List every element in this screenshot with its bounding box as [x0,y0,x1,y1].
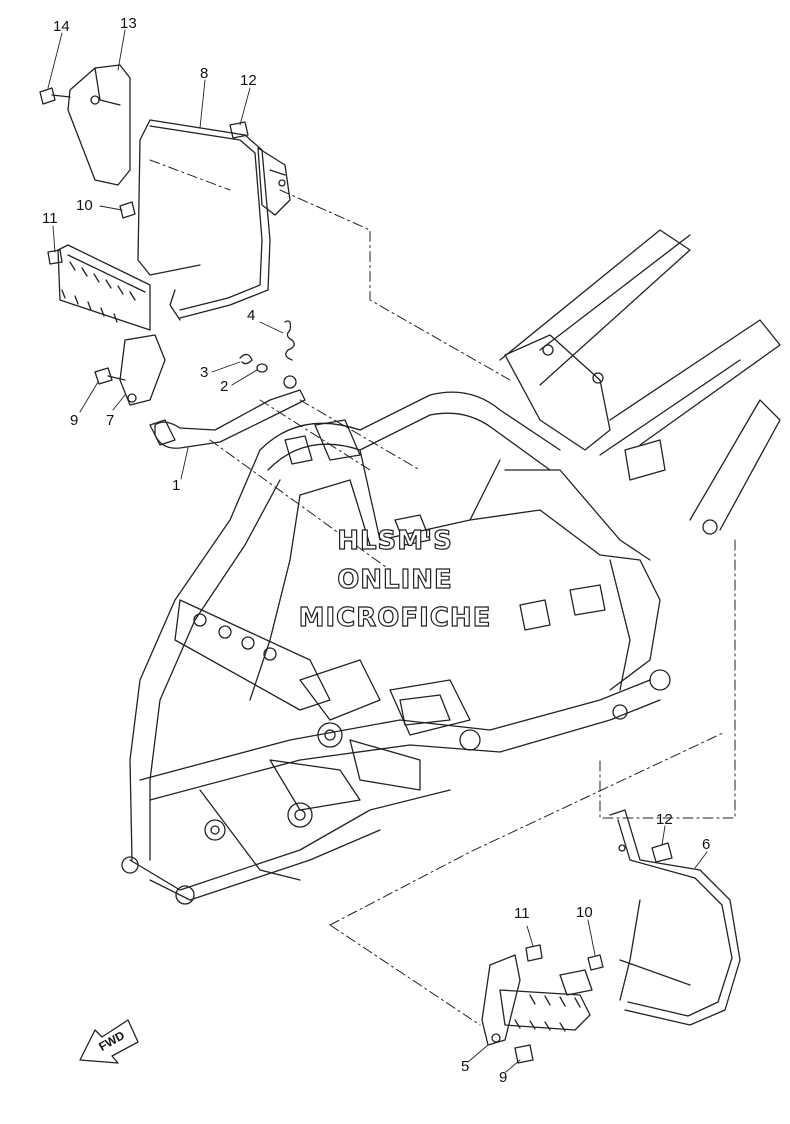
main-frame [121,229,781,905]
callout-5: 5 [461,1058,470,1075]
callout-9-upper: 9 [70,412,79,429]
clip [239,353,253,365]
callout-9-lower: 9 [499,1069,508,1086]
bolt-10-upper [119,201,136,219]
callout-6: 6 [702,836,711,853]
callout-10-upper: 10 [76,197,93,214]
callout-12-lower: 12 [656,811,673,828]
mud-guard [67,64,131,186]
callout-8: 8 [200,65,209,82]
callout-13: 13 [120,15,137,32]
washer [256,363,268,373]
bolt-9-lower [514,1044,534,1064]
reference-lines [149,159,736,1026]
callout-7: 7 [106,412,115,429]
bracket-upper [257,147,291,216]
callout-11-upper: 11 [42,210,58,227]
callout-4: 4 [247,307,256,324]
callout-10-lower: 10 [576,904,593,921]
callout-2: 2 [220,378,229,395]
fwd-arrow-icon [79,1019,139,1064]
nut-11-lower [525,944,543,962]
callout-12-upper: 12 [240,72,257,89]
bolt-12-upper [229,121,249,139]
callout-11-lower: 11 [514,905,530,922]
callout-1: 1 [172,477,181,494]
bolt-9-upper [94,367,113,385]
mount-plate-left [119,334,166,406]
footrest-bar-right [609,809,741,1026]
nut-11-upper [47,249,63,265]
callout-3: 3 [200,364,209,381]
spring [284,320,295,361]
brake-pedal [154,389,306,449]
bolt-14 [39,87,56,105]
bolt-12-lower [651,842,673,863]
mount-plate-right [481,954,521,1046]
watermark-line1: HLSM'S [337,525,453,556]
bolt-10-lower [587,954,604,971]
watermark-line3: MICROFICHE [298,602,492,633]
lower-footrest-assembly [481,809,741,1064]
leader-lines [47,29,708,1073]
step-plate-left [57,244,151,331]
upper-footrest-assembly [39,64,306,449]
watermark-line2: ONLINE [337,564,453,595]
callout-14: 14 [53,18,70,35]
